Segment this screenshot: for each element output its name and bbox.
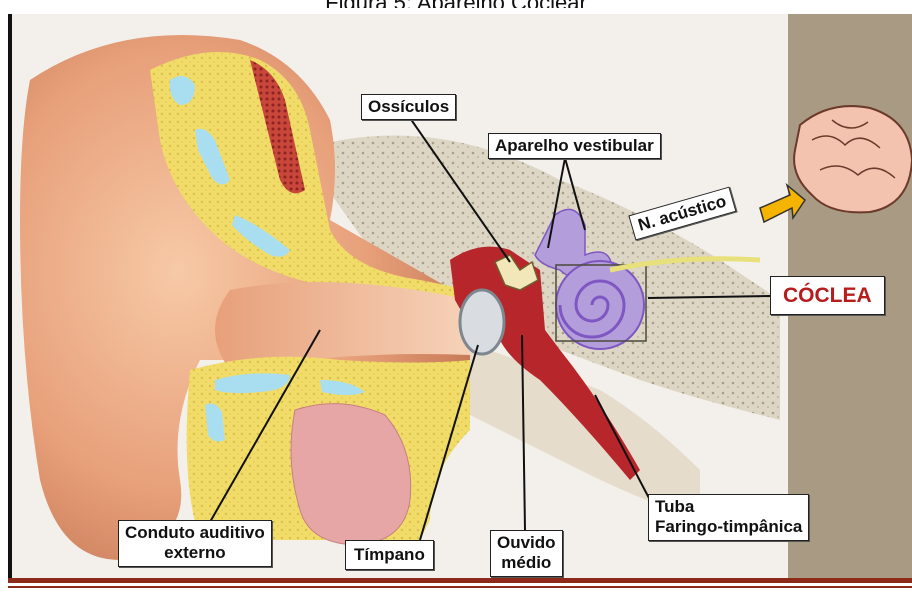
parotid-gland (291, 404, 411, 545)
label-ouvido-medio: Ouvido médio (490, 530, 563, 577)
label-tuba-line1: Tuba (655, 497, 802, 517)
label-timpano: Tímpano (345, 540, 434, 570)
bottom-bar (8, 578, 912, 583)
bottom-bar-thin (8, 586, 912, 588)
label-conduto-auditivo-externo: Conduto auditivo externo (118, 520, 272, 567)
figure-title: Figura 5: Aparelho Coclear (0, 0, 912, 8)
label-coclea: CÓCLEA (770, 276, 885, 315)
label-ouvido-line2: médio (497, 553, 556, 573)
tympanic-membrane (460, 290, 504, 354)
label-ossiculos: Ossículos (361, 94, 456, 120)
left-border (8, 14, 12, 578)
label-tuba-faringo-timpanica: Tuba Faringo-timpânica (648, 494, 809, 541)
label-conduto-line2: externo (125, 543, 265, 563)
label-tuba-line2: Faringo-timpânica (655, 517, 802, 537)
label-aparelho-vestibular: Aparelho vestibular (488, 133, 661, 159)
label-ouvido-line1: Ouvido (497, 533, 556, 553)
label-conduto-line1: Conduto auditivo (125, 523, 265, 543)
